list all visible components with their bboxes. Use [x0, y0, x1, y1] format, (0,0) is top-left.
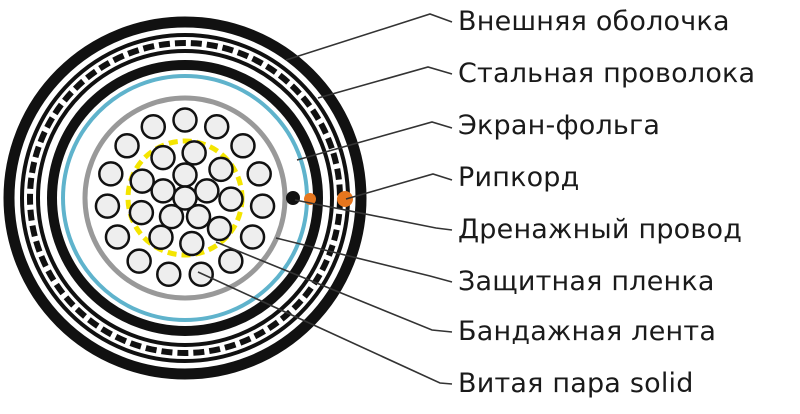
- label-twisted-pair: Витая пара solid: [458, 368, 694, 399]
- core: [156, 261, 182, 288]
- leader-line-core: [197, 271, 453, 385]
- core: [218, 248, 244, 274]
- leader-line-foil: [296, 121, 453, 161]
- core: [172, 107, 198, 133]
- outer-jacket: [3, 16, 367, 380]
- leader-line-tape: [215, 241, 453, 333]
- core: [148, 224, 174, 250]
- core: [104, 224, 131, 250]
- inner-jacket: [47, 60, 323, 336]
- armor-inner-ring: [36, 49, 334, 347]
- core: [150, 178, 176, 204]
- label-ripcord: Рипкорд: [458, 162, 580, 193]
- core: [150, 144, 176, 171]
- core: [158, 203, 185, 230]
- core: [98, 161, 124, 187]
- core: [249, 193, 276, 219]
- leader-line-drain-wire: [294, 199, 453, 231]
- core: [94, 193, 121, 219]
- ripcord-outer: [337, 191, 353, 207]
- binder-tape: [82, 95, 288, 301]
- label-steel-wire: Стальная проволока: [458, 58, 756, 89]
- core: [179, 230, 205, 257]
- label-binder-tape: Бандажная лента: [458, 316, 717, 347]
- leader-line-ripcord: [345, 173, 453, 200]
- leader-line-steel-wire: [317, 66, 453, 99]
- core: [172, 185, 198, 211]
- label-foil-screen: Экран-фольга: [458, 110, 661, 141]
- core: [230, 133, 256, 159]
- label-drain-wire: Дренажный провод: [458, 214, 743, 245]
- core: [246, 161, 272, 187]
- core: [185, 203, 212, 230]
- core: [203, 113, 230, 140]
- core: [140, 113, 167, 140]
- core: [218, 186, 244, 212]
- core: [206, 215, 233, 242]
- drain-wire: [286, 191, 300, 205]
- label-protective-film: Защитная пленка: [458, 266, 715, 297]
- core: [114, 133, 140, 159]
- core: [239, 224, 266, 250]
- twisted-pair-cores: [94, 107, 276, 288]
- core: [181, 140, 207, 166]
- core: [129, 168, 155, 194]
- core: [208, 156, 234, 183]
- leader-line-film: [275, 237, 453, 283]
- core: [126, 248, 152, 274]
- core: [194, 178, 220, 204]
- core: [128, 199, 155, 226]
- leader-line-jacket: [285, 13, 453, 61]
- core: [172, 162, 198, 188]
- label-outer-jacket: Внешняя оболочка: [458, 6, 730, 37]
